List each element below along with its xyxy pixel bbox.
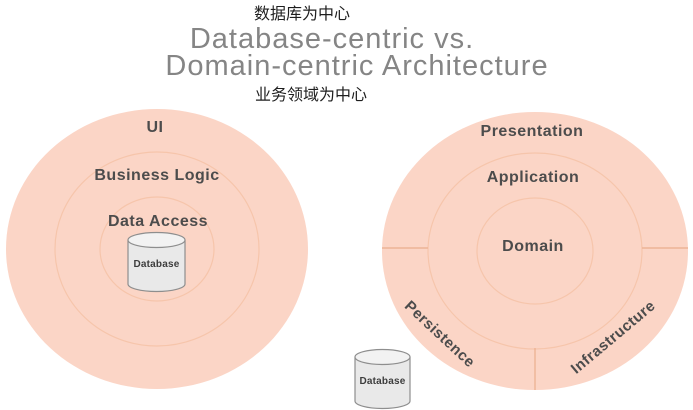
- label-domain: Domain: [502, 238, 564, 255]
- caption-domain-centric-cn: 业务领域为中心: [254, 87, 367, 104]
- label-business-logic: Business Logic: [94, 167, 219, 184]
- database-cylinder-icon-left: Database: [127, 231, 186, 293]
- left-inner-ring: [99, 196, 215, 302]
- right-inner-ring: [476, 197, 594, 305]
- page-title-line-1: Database-centric vs.: [189, 23, 475, 55]
- right-circle-domain-centric: Presentation Application Domain Persiste…: [382, 112, 688, 390]
- label-ui: UI: [147, 119, 164, 136]
- left-middle-ring: [54, 151, 260, 347]
- database-cylinder-icon-right: Database: [354, 348, 411, 410]
- right-outer-ring: [382, 112, 688, 390]
- label-presentation: Presentation: [481, 123, 584, 140]
- label-application: Application: [487, 169, 580, 186]
- label-data-access: Data Access: [108, 213, 208, 230]
- page-title-line-2: Domain-centric Architecture: [165, 50, 549, 82]
- label-database-left: Database: [133, 259, 179, 270]
- label-database-right: Database: [359, 376, 405, 387]
- caption-database-centric-cn: 数据库为中心: [253, 6, 350, 23]
- left-circle-database-centric: UI Business Logic Data Access Database: [6, 109, 308, 389]
